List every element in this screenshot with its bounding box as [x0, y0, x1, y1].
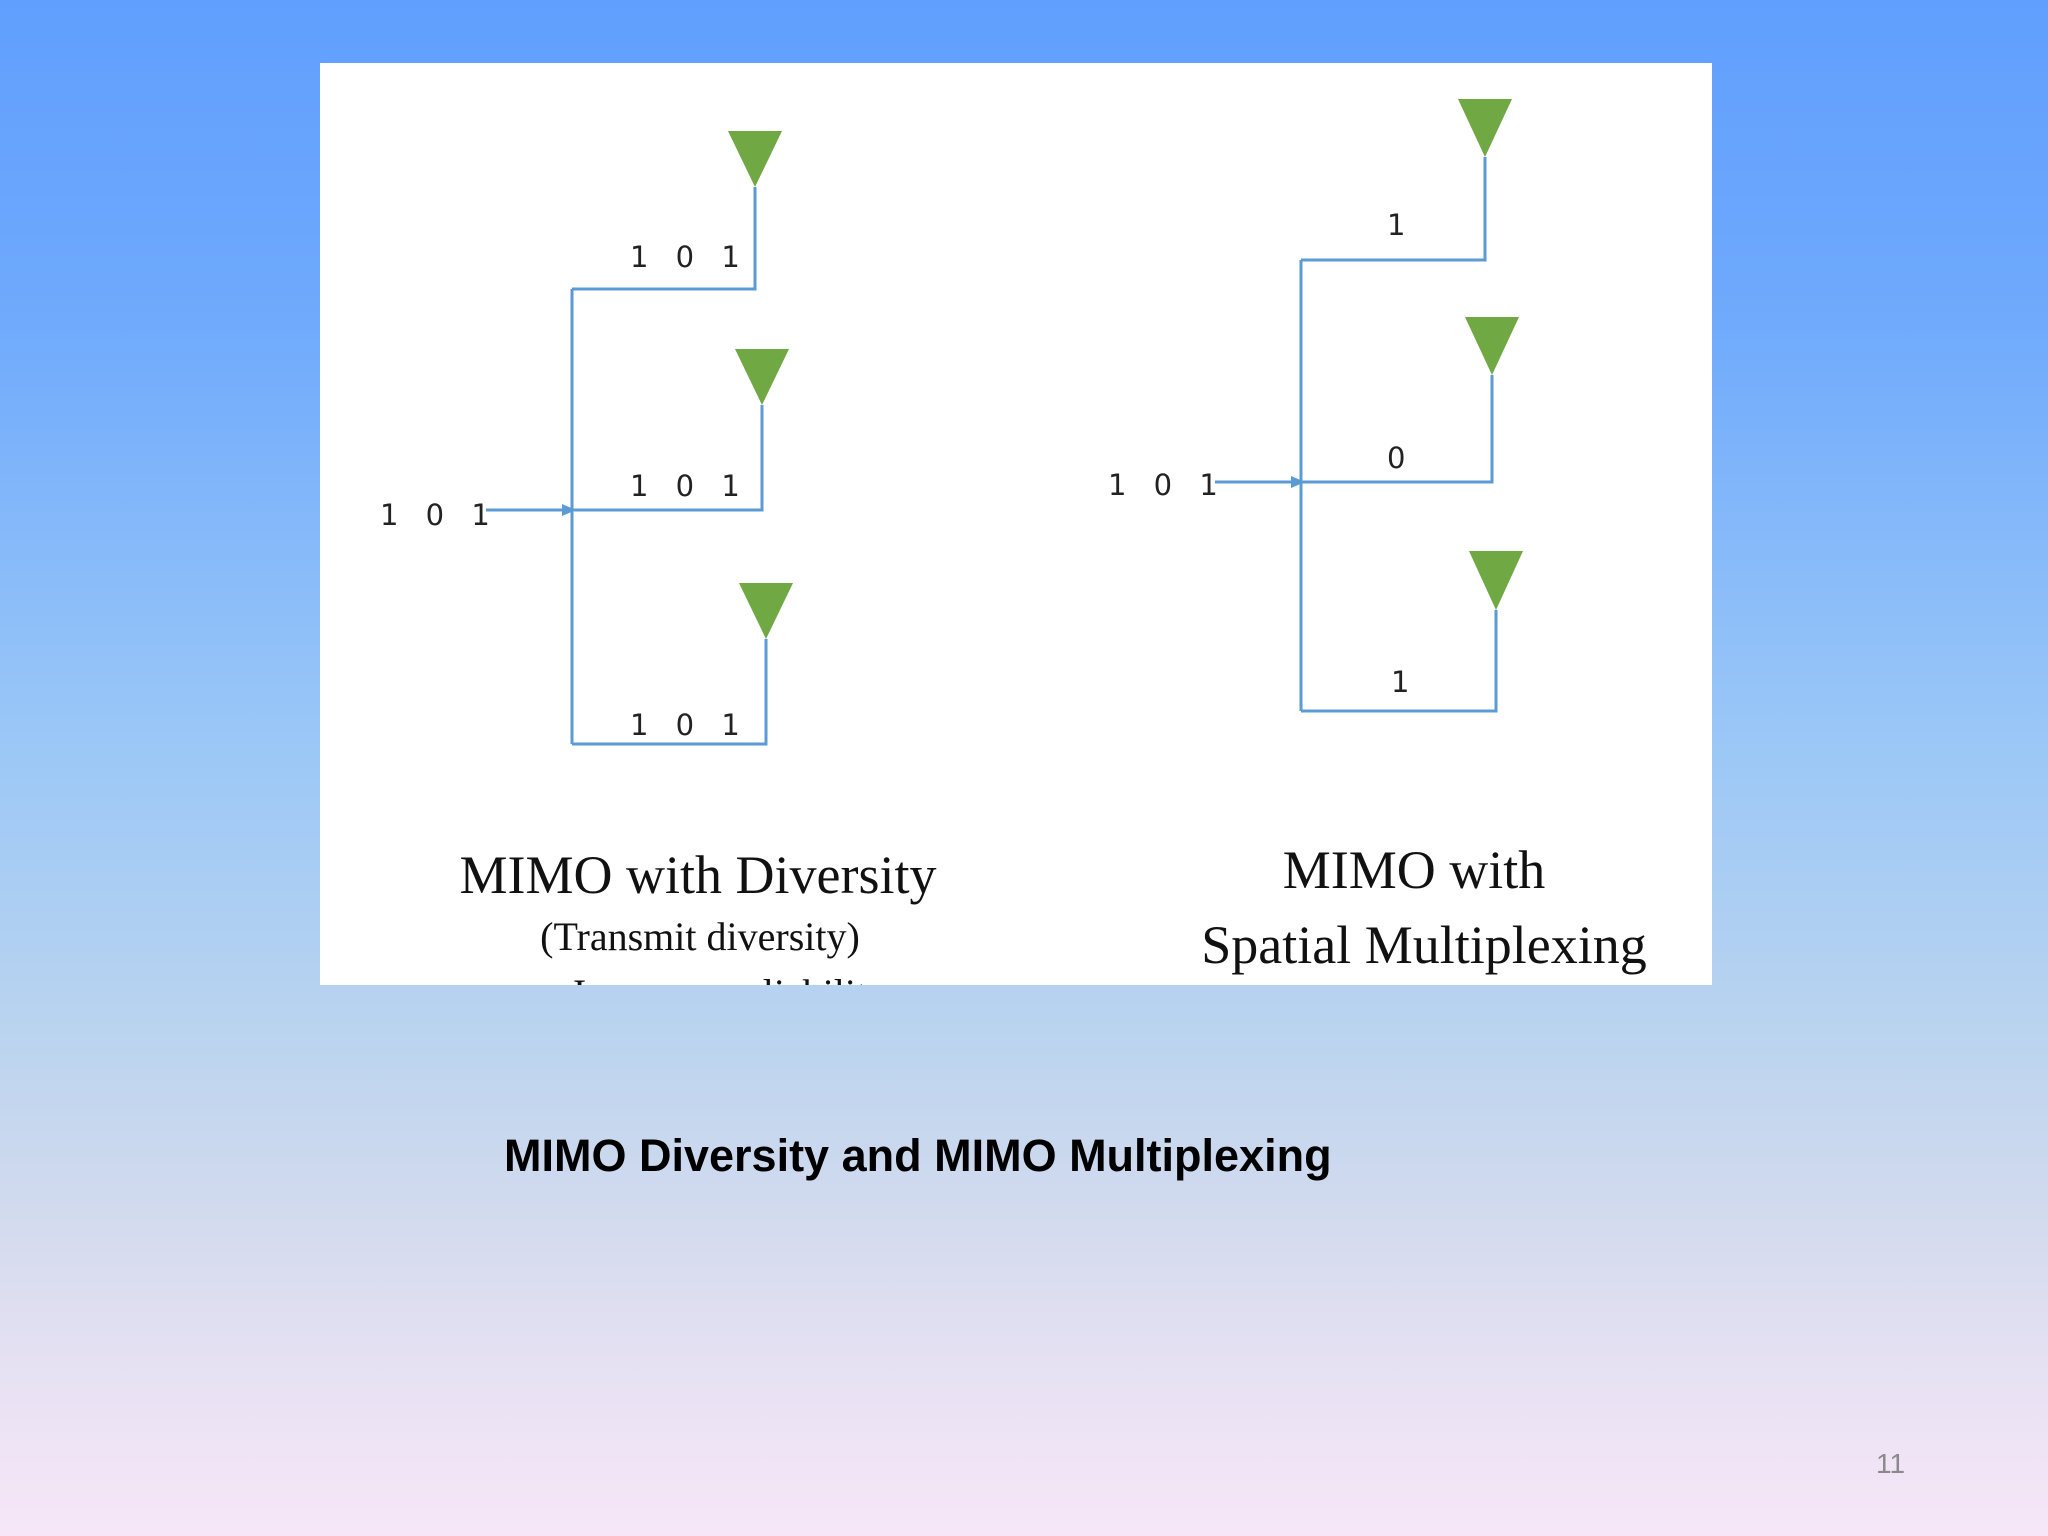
- multiplexing-branch-middle: [1301, 375, 1494, 484]
- diversity-branch-bits-middle: 1 0 1: [630, 469, 749, 503]
- diversity-branch-bits-top: 1 0 1: [630, 240, 749, 274]
- diversity-subtitle: (Transmit diversity): [540, 914, 860, 959]
- diversity-arrowhead: [562, 504, 576, 516]
- diversity-input-bits: 1 0 1: [380, 498, 499, 532]
- multiplexing-branch-bit-middle: 0: [1387, 441, 1414, 475]
- antenna-icon: [1458, 99, 1512, 157]
- antenna-icon: [1469, 551, 1523, 610]
- diversity-diagram: [486, 187, 768, 746]
- diversity-title: MIMO with Diversity: [460, 845, 937, 905]
- antenna-icon: [1465, 317, 1519, 375]
- multiplexing-branch-bit-bottom: 1: [1391, 665, 1418, 699]
- diversity-branch-top: [572, 187, 757, 291]
- multiplexing-title-line2: Spatial Multiplexing: [1201, 915, 1646, 975]
- multiplexing-diagram: [1215, 157, 1498, 713]
- slide-caption: MIMO Diversity and MIMO Multiplexing: [504, 1130, 1332, 1181]
- diversity-branch-bits-bottom: 1 0 1: [630, 708, 749, 742]
- diversity-branch-middle: [572, 405, 764, 512]
- multiplexing-branch-bottom: [1301, 610, 1498, 713]
- antenna-icon: [735, 349, 789, 405]
- diversity-cut-line: Increases reliability: [573, 971, 887, 985]
- page-number: 11: [1876, 1448, 1906, 1479]
- multiplexing-branch-top: [1301, 157, 1487, 262]
- multiplexing-arrowhead: [1291, 476, 1305, 488]
- antenna-icon: [739, 583, 793, 639]
- mimo-figure: 1 0 1 1 0 1 1 0 1 1 0 1 MIMO with Divers…: [320, 63, 1712, 985]
- multiplexing-branch-bit-top: 1: [1387, 208, 1414, 242]
- antenna-icon: [728, 131, 782, 187]
- multiplexing-input-bits: 1 0 1: [1108, 468, 1227, 502]
- multiplexing-title-line1: MIMO with: [1283, 840, 1546, 900]
- mimo-diagram: 1 0 1 1 0 1 1 0 1 1 0 1 MIMO with Divers…: [380, 99, 1647, 985]
- diversity-branch-bottom: [572, 639, 768, 746]
